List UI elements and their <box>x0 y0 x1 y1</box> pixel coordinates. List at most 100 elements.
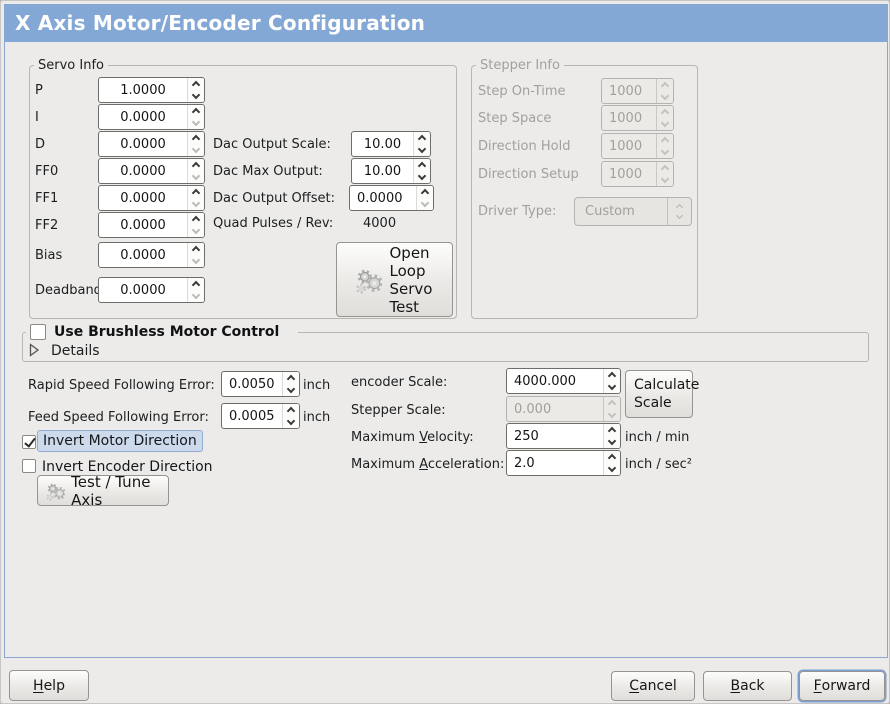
open-loop-servo-test-button[interactable]: Open Loop Servo Test <box>336 242 453 317</box>
spin-up-icon[interactable] <box>417 161 427 171</box>
spinner <box>187 132 204 156</box>
chevron-down-icon <box>675 211 684 220</box>
use-brushless-checkbox[interactable] <box>30 324 46 340</box>
maximum-velocity-spinbox[interactable]: 250 <box>506 423 621 449</box>
dac-output-offset-spinbox[interactable]: 0.0000 <box>349 185 434 211</box>
spin-down-icon <box>660 174 670 184</box>
driver-type-value: Custom <box>585 204 635 219</box>
d-label: D <box>35 137 46 152</box>
spin-down-icon[interactable] <box>191 117 201 127</box>
quad-pulses-label: Quad Pulses / Rev: <box>213 216 334 231</box>
feed-following-error-unit: inch <box>303 410 331 425</box>
test-tune-axis-label: Test / Tune Axis <box>71 472 151 509</box>
spin-down-icon[interactable] <box>417 144 427 154</box>
servo-info-group-title: Servo Info <box>34 58 108 73</box>
spinner <box>187 159 204 183</box>
use-brushless-label[interactable]: Use Brushless Motor Control <box>52 323 285 341</box>
spin-down-icon[interactable] <box>286 416 296 426</box>
step-space-value: 1000 <box>609 110 643 126</box>
test-tune-axis-button[interactable]: Test / Tune Axis <box>37 472 169 509</box>
stepper-scale-value: 0.000 <box>514 401 552 417</box>
dac-max-output-spinbox[interactable]: 10.00 <box>351 158 431 184</box>
spinner <box>413 132 430 156</box>
spinner <box>416 186 433 210</box>
spinner <box>282 404 299 428</box>
direction-hold-value: 1000 <box>609 138 643 154</box>
spin-down-icon[interactable] <box>191 290 201 300</box>
spinner <box>187 186 204 210</box>
maximum-acceleration-label: Maximum Acceleration: <box>351 457 505 472</box>
spinner <box>187 278 204 302</box>
dac-max-output-label: Dac Max Output: <box>213 164 323 179</box>
spin-down-icon[interactable] <box>191 255 201 265</box>
ff0-spinbox[interactable]: 0.0000 <box>98 158 205 184</box>
p-value: 1.0000 <box>120 82 166 98</box>
bias-spinbox[interactable]: 0.0000 <box>98 242 205 268</box>
invert-encoder-direction-checkbox[interactable] <box>22 459 36 473</box>
spin-up-icon[interactable] <box>191 134 201 144</box>
p-spinbox[interactable]: 1.0000 <box>98 77 205 103</box>
spin-up-icon[interactable] <box>191 80 201 90</box>
spin-up-icon[interactable] <box>607 426 617 436</box>
ff2-label: FF2 <box>35 218 59 233</box>
calculate-scale-button[interactable]: Calculate Scale <box>625 370 699 418</box>
spin-down-icon[interactable] <box>191 144 201 154</box>
spin-down-icon[interactable] <box>191 171 201 181</box>
d-spinbox[interactable]: 0.0000 <box>98 131 205 157</box>
spin-up-icon[interactable] <box>191 280 201 290</box>
i-label: I <box>35 110 39 125</box>
ff2-spinbox[interactable]: 0.0000 <box>98 212 205 238</box>
rapid-following-error-spinbox[interactable]: 0.0050 <box>221 371 300 397</box>
gears-icon <box>355 269 382 294</box>
spinner <box>603 397 620 421</box>
spin-up-icon[interactable] <box>607 453 617 463</box>
spinner <box>187 213 204 237</box>
spin-down-icon[interactable] <box>607 381 617 391</box>
spin-down-icon[interactable] <box>607 436 617 446</box>
spin-up-icon[interactable] <box>191 215 201 225</box>
spin-down-icon[interactable] <box>191 225 201 235</box>
chevron-up-icon <box>675 203 684 212</box>
feed-following-error-spinbox[interactable]: 0.0005 <box>221 403 300 429</box>
dac-output-scale-spinbox[interactable]: 10.00 <box>351 131 431 157</box>
invert-motor-direction-label[interactable]: Invert Motor Direction <box>37 430 203 452</box>
spin-up-icon[interactable] <box>191 161 201 171</box>
spin-up-icon[interactable] <box>417 134 427 144</box>
gears-icon <box>46 482 66 501</box>
dac-output-scale-value: 10.00 <box>363 136 402 152</box>
expander-triangle-icon[interactable] <box>28 343 40 357</box>
spin-up-icon[interactable] <box>191 188 201 198</box>
invert-encoder-direction-label[interactable]: Invert Encoder Direction <box>42 459 213 475</box>
spinner <box>603 369 620 393</box>
spin-up-icon[interactable] <box>286 406 296 416</box>
maximum-acceleration-spinbox[interactable]: 2.0 <box>506 450 621 476</box>
details-expander-label[interactable]: Details <box>51 343 100 359</box>
invert-motor-direction-checkbox[interactable] <box>22 435 36 449</box>
step-space-spinbox: 1000 <box>601 105 674 131</box>
encoder-scale-spinbox[interactable]: 4000.000 <box>506 368 621 394</box>
spin-up-icon[interactable] <box>607 371 617 381</box>
spin-up-icon[interactable] <box>191 245 201 255</box>
rapid-following-error-unit: inch <box>303 378 331 393</box>
stepper-scale-spinbox: 0.000 <box>506 396 621 422</box>
spin-down-icon[interactable] <box>607 463 617 473</box>
deadband-spinbox[interactable]: 0.0000 <box>98 277 205 303</box>
driver-type-label: Driver Type: <box>478 204 557 219</box>
ff0-value: 0.0000 <box>120 163 166 179</box>
bias-label: Bias <box>35 248 63 263</box>
step-on-time-label: Step On-Time <box>478 84 566 99</box>
spin-down-icon[interactable] <box>191 198 201 208</box>
spin-down-icon[interactable] <box>191 90 201 100</box>
spin-down-icon[interactable] <box>420 198 430 208</box>
spin-up-icon[interactable] <box>191 107 201 117</box>
spin-up-icon[interactable] <box>420 188 430 198</box>
spin-down-icon[interactable] <box>417 171 427 181</box>
i-spinbox[interactable]: 0.0000 <box>98 104 205 130</box>
ff1-spinbox[interactable]: 0.0000 <box>98 185 205 211</box>
spin-up-icon[interactable] <box>286 374 296 384</box>
spin-down-icon[interactable] <box>286 384 296 394</box>
